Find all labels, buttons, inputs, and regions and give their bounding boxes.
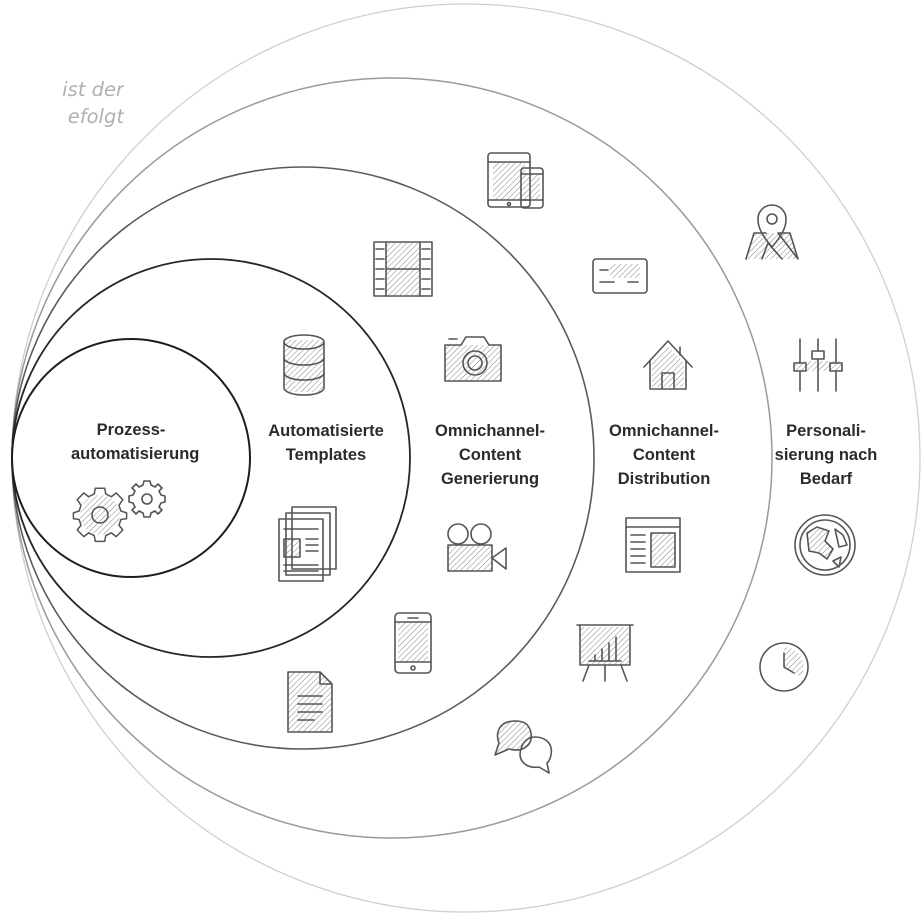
label-line: Personali-: [786, 422, 866, 440]
label-line: Templates: [285, 446, 367, 464]
presentation-chart-icon: [576, 624, 634, 682]
camera-icon: [444, 336, 502, 382]
label-line: Content: [458, 446, 522, 464]
label-line: Prozess-: [96, 421, 166, 439]
tablet-phone-icon: [487, 152, 544, 209]
label-line: Omnichannel-: [434, 422, 545, 440]
label-line: Omnichannel-: [608, 422, 719, 440]
intro-line-1: ist der: [62, 78, 124, 101]
label-omnichannel-content-distribution: Omnichannel- Content Distribution: [592, 419, 736, 491]
globe-icon: [794, 514, 856, 576]
documents-stack-icon: [278, 506, 337, 582]
film-strip-icon: [373, 241, 433, 297]
label-line: Distribution: [617, 470, 711, 488]
label-omnichannel-content-generierung: Omnichannel- Content Generierung: [418, 419, 562, 491]
sliders-icon: [793, 338, 843, 392]
label-line: sierung nach: [774, 446, 878, 464]
chat-bubbles-icon: [494, 720, 553, 774]
label-line: Generierung: [440, 470, 540, 488]
house-icon: [643, 340, 693, 390]
text-document-icon: [287, 671, 333, 733]
intro-line-2: efolgt: [67, 105, 124, 128]
newsletter-icon: [625, 517, 681, 573]
ring-prozessautomatisierung: [11, 338, 251, 578]
label-line: Content: [632, 446, 696, 464]
gears-icon: [72, 480, 166, 543]
label-prozessautomatisierung: Prozess- automatisierung: [71, 418, 200, 466]
database-icon: [283, 334, 325, 396]
video-camera-icon: [447, 523, 507, 572]
label-line: Bedarf: [799, 470, 853, 488]
label-line: Automatisierte: [268, 422, 384, 440]
intro-text: ist der efolgt: [0, 76, 124, 130]
label-line: automatisierung: [71, 445, 200, 463]
label-automatisierte-templates: Automatisierte Templates: [254, 419, 398, 467]
smartphone-icon: [394, 612, 432, 674]
label-personalisierung-nach-bedarf: Personali- sierung nach Bedarf: [764, 419, 888, 491]
map-pin-icon: [745, 204, 799, 260]
credit-card-icon: [592, 258, 648, 294]
clock-icon: [759, 642, 809, 692]
